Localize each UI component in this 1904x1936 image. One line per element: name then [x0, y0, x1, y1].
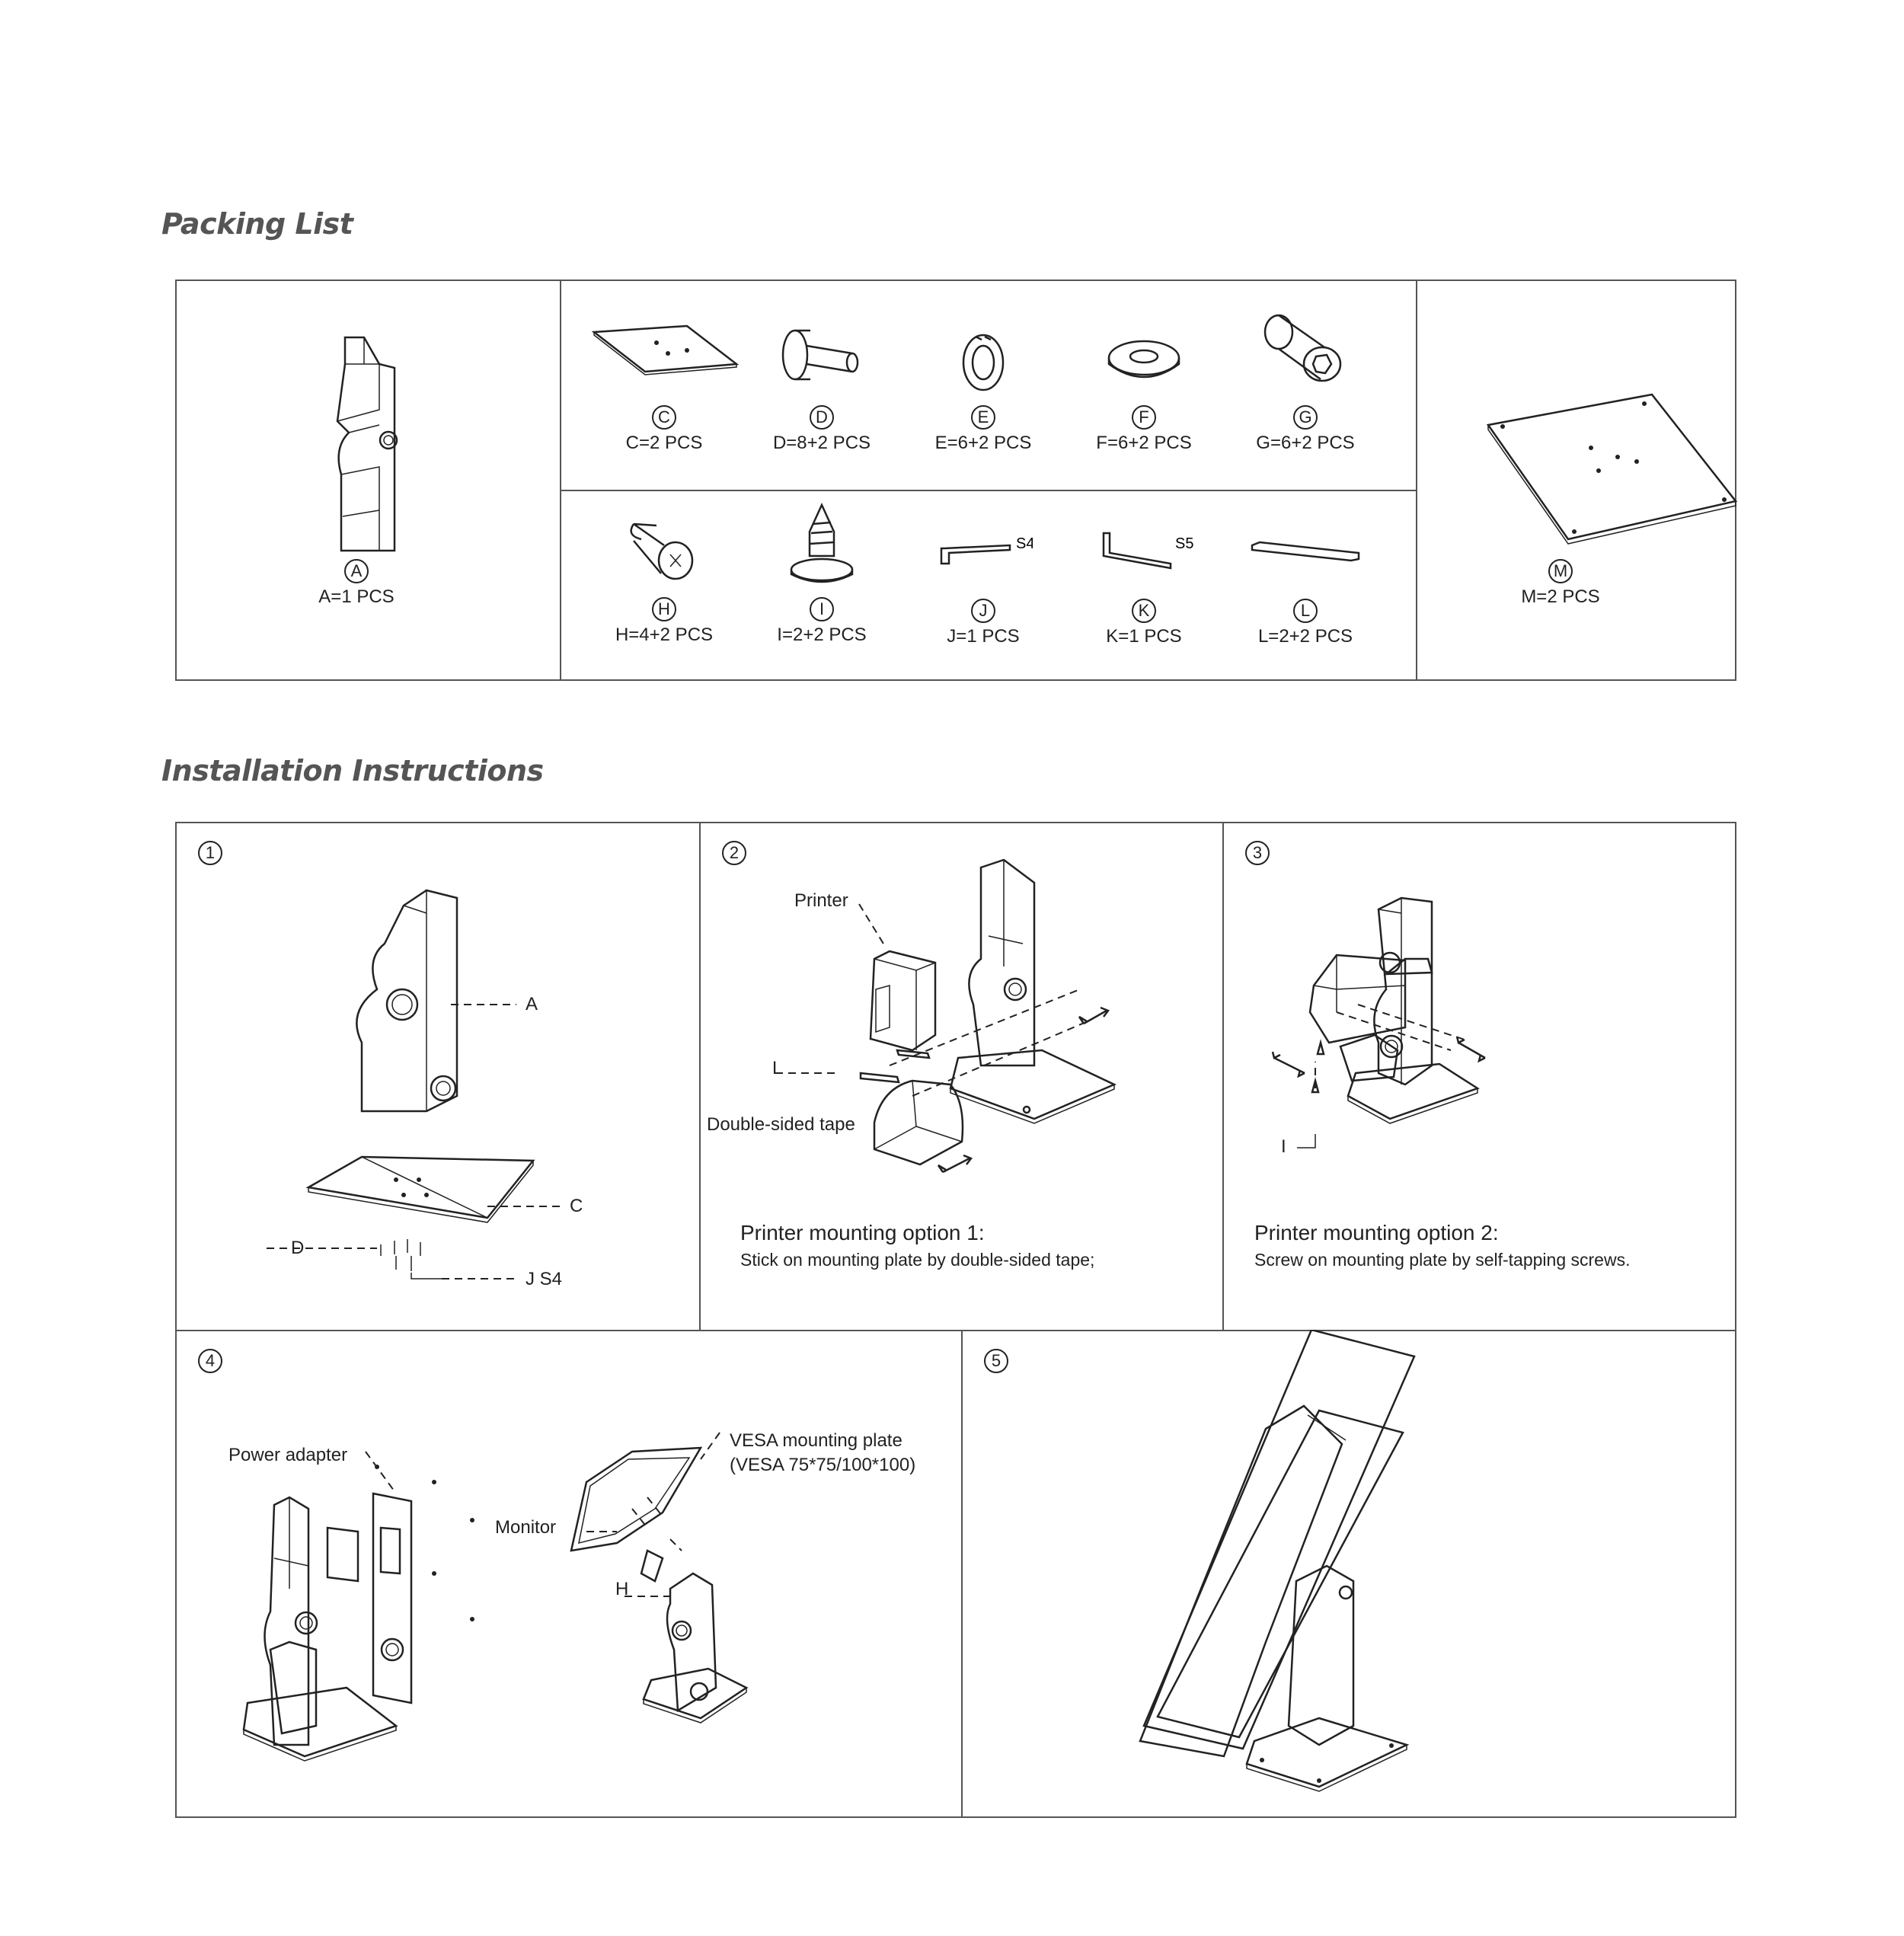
screw-h-icon [630, 522, 694, 580]
step-4-label-power: Power adapter [228, 1445, 348, 1465]
part-g-qty: G=6+2 PCS [1256, 433, 1355, 453]
flat-washer-icon [1107, 340, 1180, 379]
part-e-qty: E=6+2 PCS [934, 433, 1032, 453]
step-4-diagram [242, 1432, 749, 1762]
table-divider [1222, 822, 1224, 1330]
step-2-panel: 2 Printer L Double-sided tape Printer mo… [699, 822, 1222, 1330]
part-i: I I=2+2 PCS [746, 501, 898, 646]
table-divider [961, 1330, 963, 1818]
part-j: S4 J J=1 PCS [907, 518, 1059, 647]
base-plate-icon [1486, 393, 1738, 545]
step-4-label-monitor: Monitor [495, 1517, 557, 1538]
kiosk-stand-icon [336, 336, 398, 552]
table-divider [699, 822, 701, 1330]
table-divider [175, 1330, 1736, 1331]
installation-heading: Installation Instructions [161, 754, 544, 787]
option-1-description: Stick on mounting plate by double-sided … [740, 1250, 1095, 1270]
option-2-title: Printer mounting option 2: [1254, 1221, 1499, 1244]
self-tapping-screw-icon [790, 502, 854, 583]
table-divider [560, 490, 1416, 491]
packing-list-heading: Packing List [161, 207, 353, 241]
step-2-label-tape: Double-sided tape [707, 1114, 855, 1135]
step-3-diagram [1271, 896, 1486, 1149]
part-l-qty: L=2+2 PCS [1257, 626, 1353, 647]
part-m: M M=2 PCS [1484, 387, 1738, 608]
step-2-label-printer: Printer [794, 890, 848, 911]
part-j-qty: J=1 PCS [947, 626, 1020, 647]
part-a: A A=1 PCS [280, 334, 433, 608]
packing-list-table [175, 280, 1736, 681]
step-1-label-j: J S4 [526, 1269, 563, 1289]
part-c: C C=2 PCS [588, 317, 740, 454]
step-3-panel: 3 I Printer mounting option 2: Screw on … [1222, 822, 1736, 1330]
hex-key-tag: S5 [1175, 535, 1193, 552]
option-1-title: Printer mounting option 1: [740, 1221, 985, 1244]
step-1-panel: 1 A C D J S4 [175, 822, 699, 1330]
step-3-label-i: I [1281, 1136, 1286, 1157]
table-divider [1416, 280, 1417, 681]
part-d: D D=8+2 PCS [746, 317, 898, 454]
adhesive-tape-icon [1251, 541, 1360, 562]
step-1-label-d: D [291, 1238, 305, 1258]
part-g: G G=6+2 PCS [1229, 309, 1382, 454]
step-1-number: 1 [198, 841, 222, 865]
part-f-qty: F=6+2 PCS [1096, 433, 1192, 453]
installation-table [175, 822, 1736, 1818]
step-4-panel: 4 Power adapter Monitor VESA mounting pl… [175, 1330, 961, 1818]
step-5-number: 5 [984, 1349, 1008, 1373]
hex-key-s4-icon: S4 [940, 535, 1033, 565]
step-1-label-a: A [526, 994, 538, 1014]
step-4-label-vesa-size: (VESA 75*75/100*100) [730, 1455, 916, 1475]
mounting-plate-icon [591, 324, 740, 375]
part-h: H H=4+2 PCS [588, 509, 740, 646]
part-f: F F=6+2 PCS [1068, 317, 1220, 454]
part-c-qty: C=2 PCS [625, 433, 703, 453]
part-h-qty: H=4+2 PCS [615, 625, 714, 645]
option-2-description: Screw on mounting plate by self-tapping … [1254, 1250, 1631, 1270]
part-m-qty: M=2 PCS [1521, 586, 1600, 607]
part-e: E E=6+2 PCS [907, 317, 1059, 454]
part-d-qty: D=8+2 PCS [772, 433, 871, 453]
assembled-kiosk-illustration [1139, 1330, 1416, 1792]
step-4-label-vesa: VESA mounting plate [730, 1430, 902, 1451]
step-1-diagram [267, 889, 560, 1279]
hex-key-s5-icon: S5 [1102, 532, 1193, 570]
step-4-label-h: H [615, 1579, 629, 1599]
part-k-qty: K=1 PCS [1106, 626, 1182, 647]
step-2-label-l: L [772, 1058, 783, 1078]
step-4-number: 4 [198, 1349, 222, 1373]
hex-key-tag: S4 [1016, 535, 1033, 552]
part-l: L L=2+2 PCS [1229, 518, 1382, 647]
table-divider [560, 280, 561, 681]
part-k: S5 K K=1 PCS [1068, 518, 1220, 647]
step-3-number: 3 [1245, 841, 1270, 865]
step-2-number: 2 [722, 841, 746, 865]
part-i-qty: I=2+2 PCS [777, 625, 867, 645]
step-1-label-c: C [570, 1196, 583, 1216]
step-2-diagram [775, 858, 1117, 1174]
screw-d-icon [781, 329, 859, 381]
part-a-qty: A=1 PCS [318, 586, 395, 607]
socket-bolt-icon [1263, 314, 1342, 382]
lock-washer-icon [962, 334, 1005, 391]
step-5-panel: 5 [961, 1330, 1736, 1818]
